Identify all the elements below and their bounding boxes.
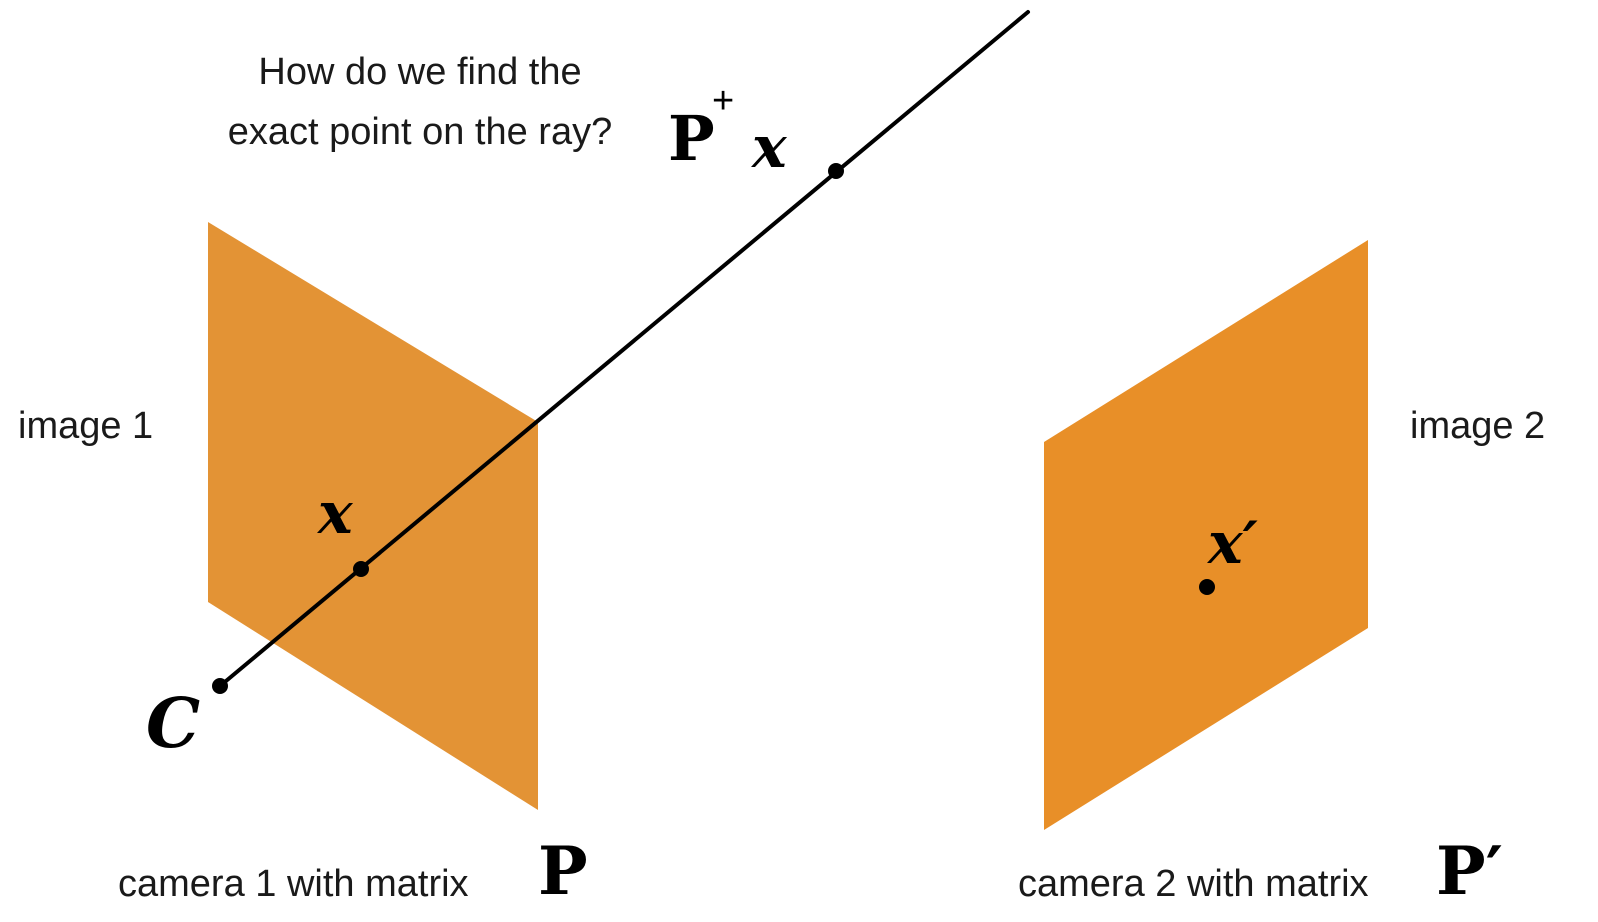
question-text-line1: How do we find the [258, 51, 582, 93]
ray-point [828, 163, 844, 179]
image-plane-2 [1044, 240, 1368, 830]
image2-label: image 2 [1410, 405, 1546, 447]
camera-center-label: C [146, 684, 201, 764]
image1-label: image 1 [18, 405, 154, 447]
ray-point-label-x: x [752, 113, 787, 181]
image-plane-1 [208, 222, 538, 810]
camera1-caption: camera 1 with matrix [118, 863, 469, 905]
camera2-caption: camera 2 with matrix [1018, 863, 1369, 905]
ray-point-label-P: P [668, 102, 715, 175]
image2-point-label: x′ [1208, 509, 1258, 577]
camera-center-point [212, 678, 228, 694]
question-text-line2: exact point on the ray? [227, 111, 613, 153]
camera1-matrix-label: P [538, 832, 588, 910]
ray-point-label-plus: + [712, 80, 735, 122]
camera2-matrix-label: P′ [1436, 832, 1504, 910]
image1-point-label: x [318, 479, 353, 547]
image2-point [1199, 579, 1215, 595]
image1-point [353, 561, 369, 577]
